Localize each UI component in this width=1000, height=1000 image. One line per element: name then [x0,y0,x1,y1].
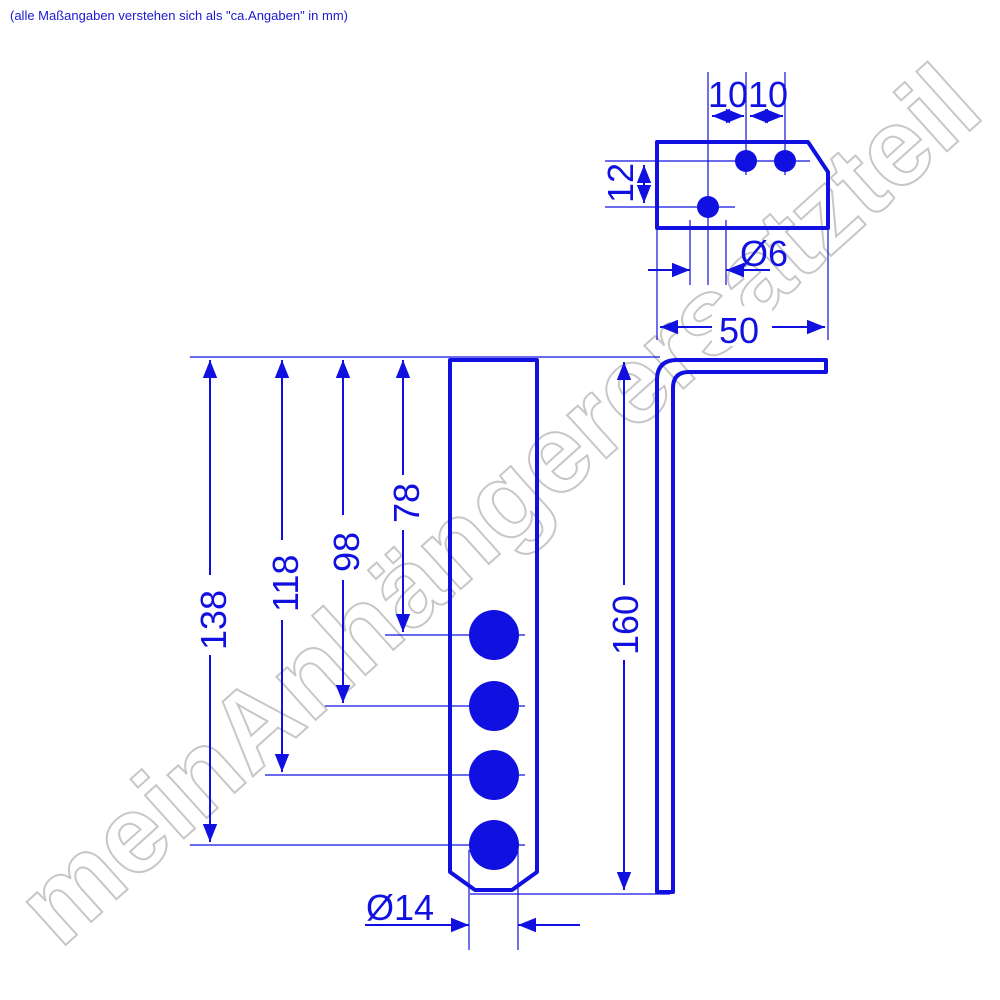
dim-bracket-hole-spacing-1: 10 [708,74,748,115]
dim-bracket-vertical-spacing: 12 [600,163,641,203]
hole-strap-outline [448,358,539,892]
dim-bracket-hole-spacing-2: 10 [748,74,788,115]
dim-hole-distance-2: 118 [265,555,306,612]
dim-hole-distance-3: 98 [326,532,367,572]
dim-hole-distance-4: 78 [386,483,427,523]
dim-bracket-hole-diameter: Ø6 [740,233,788,274]
dim-total-height: 160 [605,595,646,655]
bracket-outline [655,140,830,230]
bent-strap-outline [655,358,828,894]
dim-hole-distance-1: 138 [193,590,234,650]
dim-strap-hole-diameter: Ø14 [366,887,434,928]
measurement-note: (alle Maßangaben verstehen sich als "ca.… [10,8,349,23]
dim-bracket-width: 50 [719,310,759,351]
